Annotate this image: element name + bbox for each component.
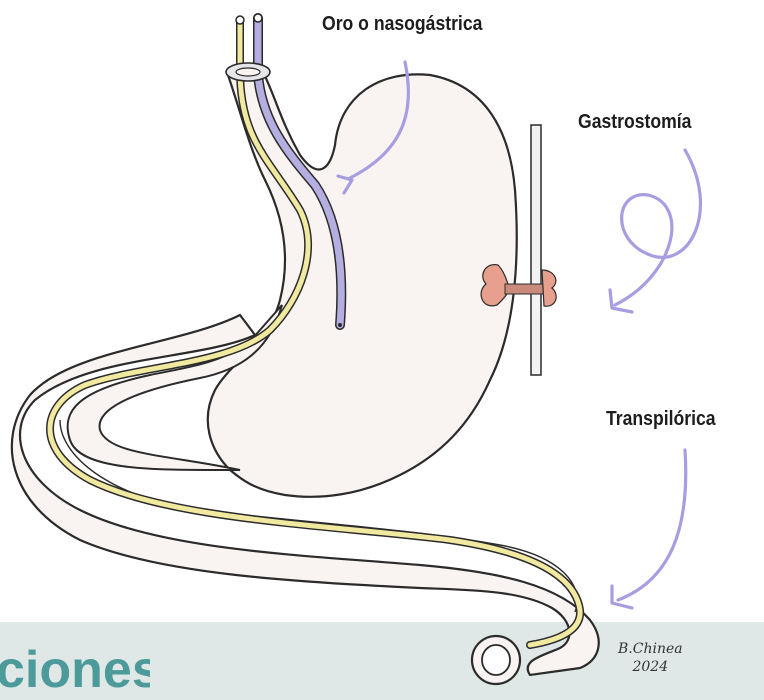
signature-year: 2024 — [618, 658, 683, 676]
curved-arrow-icon — [612, 450, 686, 608]
label-transpilorica: Transpilórica — [606, 408, 716, 431]
signature-name: B.Chinea — [618, 640, 683, 658]
artist-signature: B.Chinea 2024 — [618, 640, 683, 676]
label-gastrostomia: Gastrostomía — [578, 111, 691, 134]
loop-arrow-icon — [610, 150, 700, 312]
tube-caps — [226, 14, 270, 81]
label-oro-nasogastrica: Oro o nasogástrica — [322, 13, 482, 36]
